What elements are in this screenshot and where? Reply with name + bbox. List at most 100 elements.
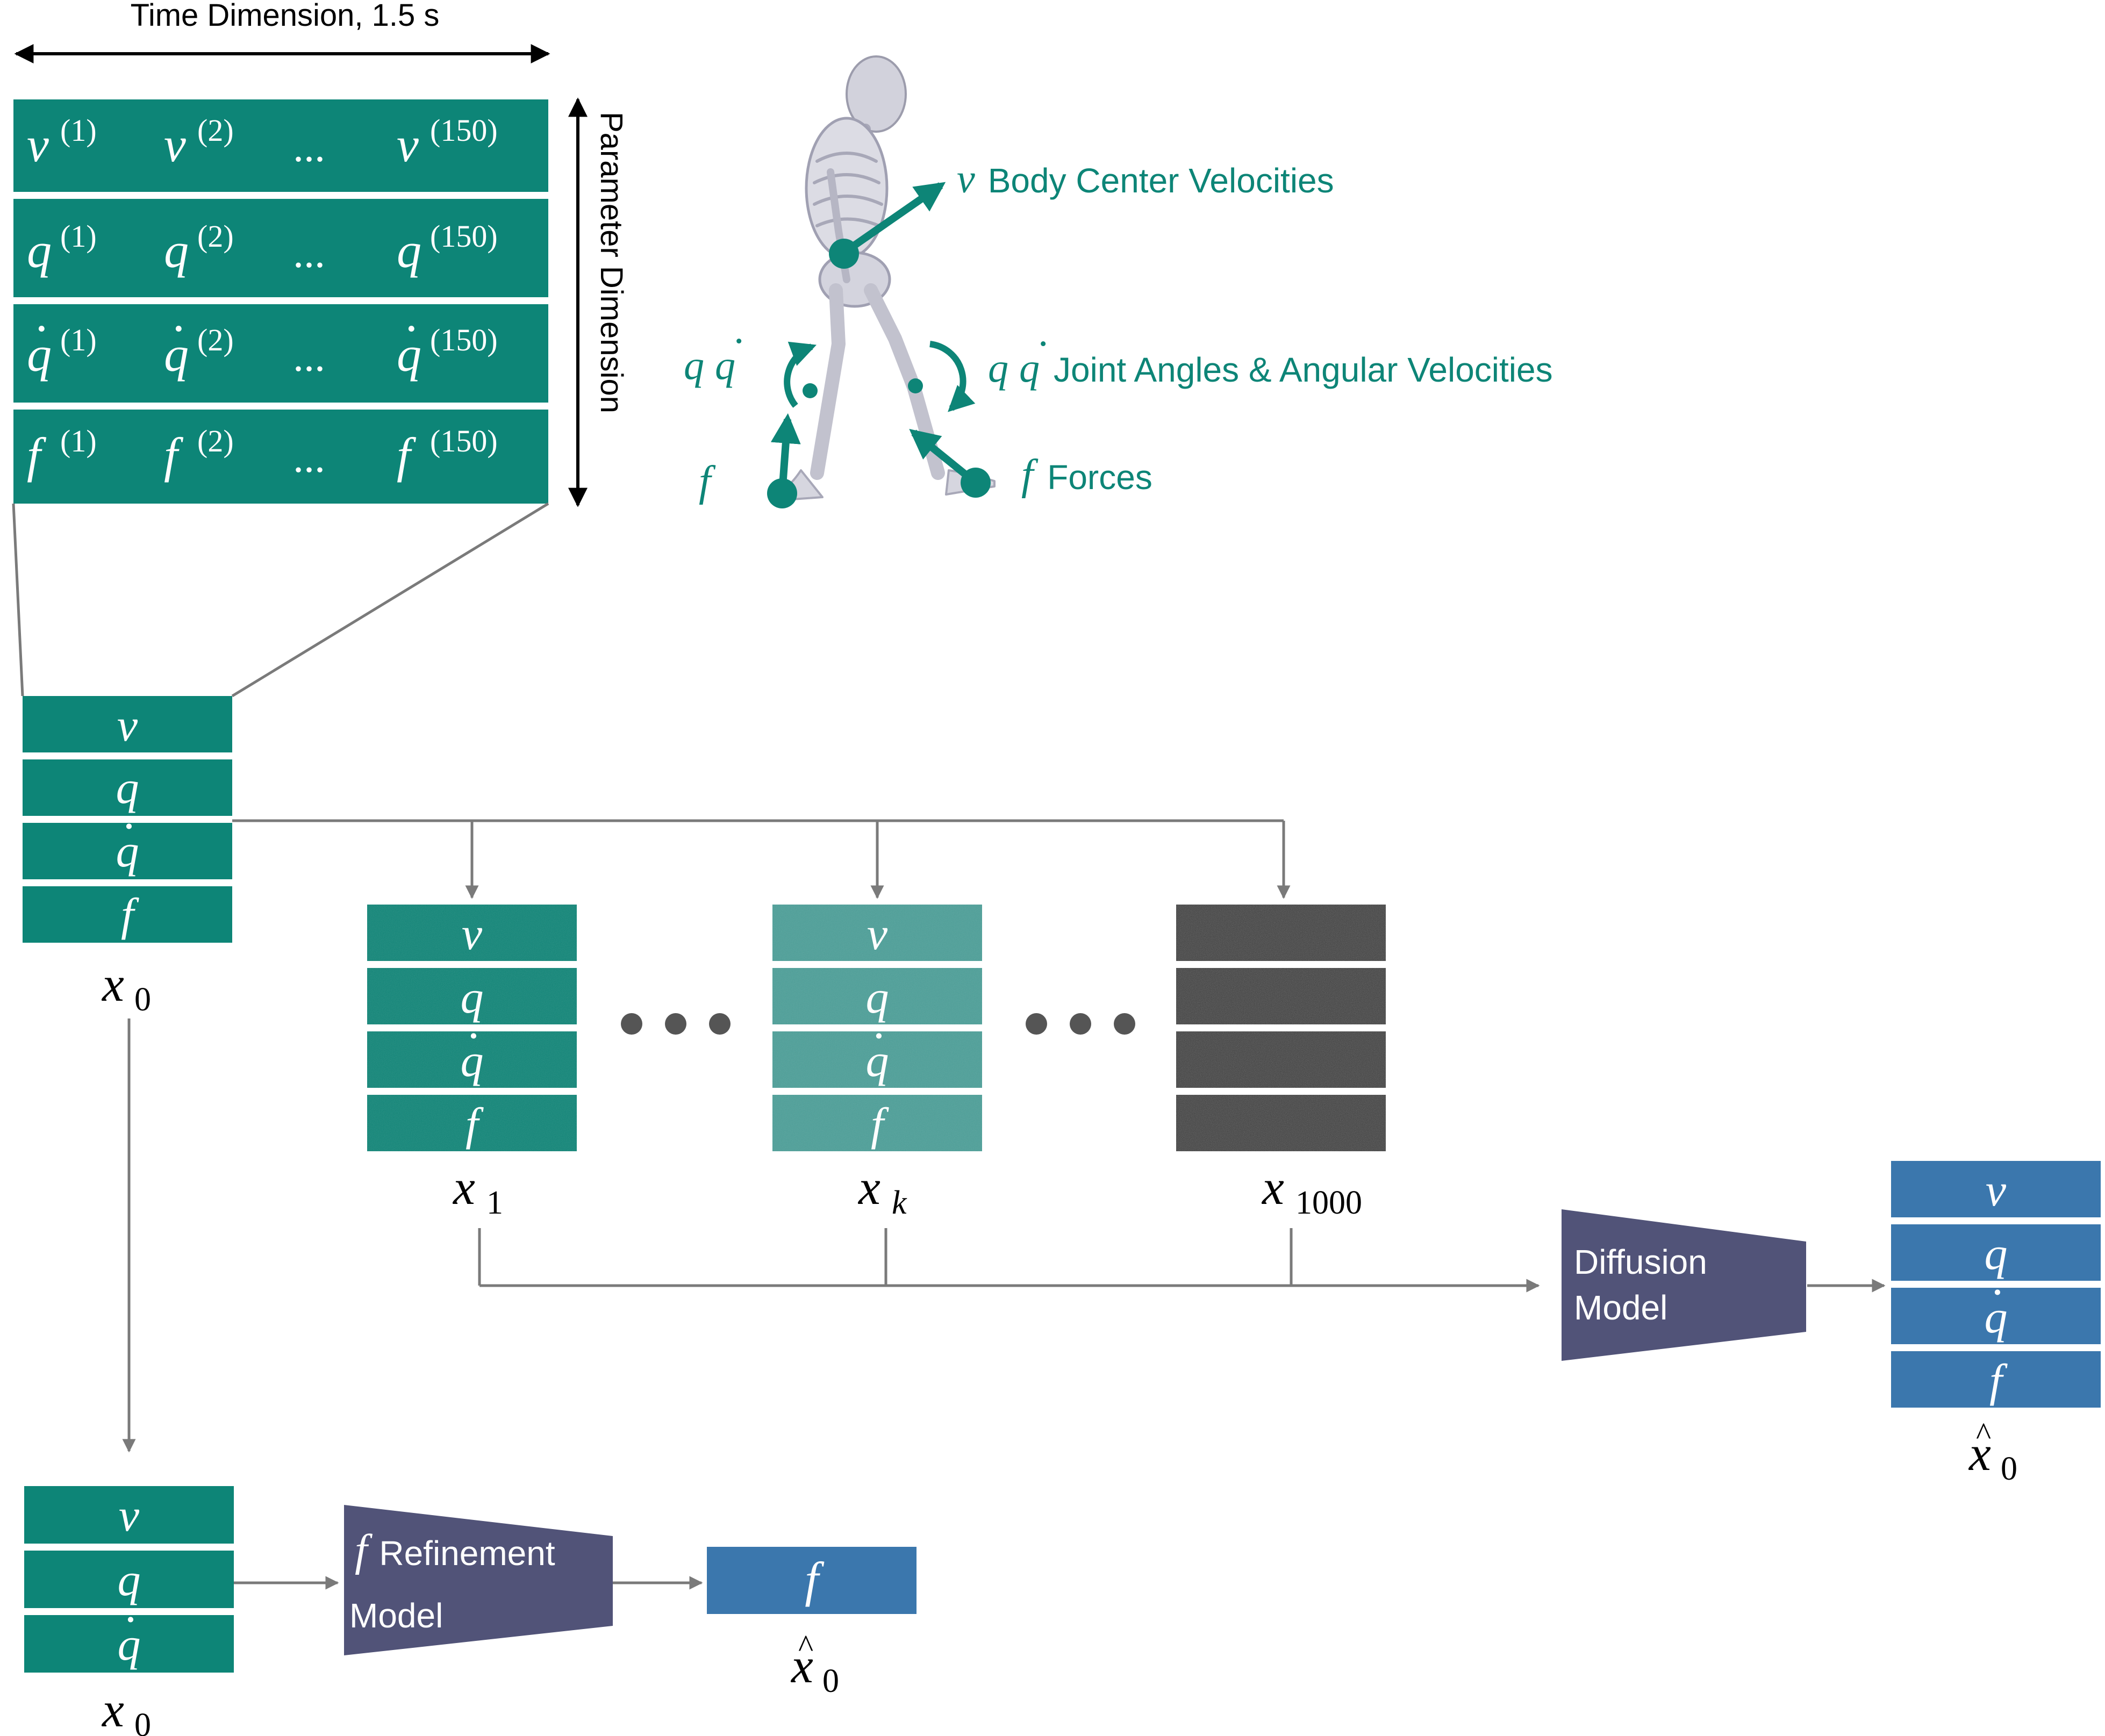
matrix-cell-dot: · (33, 301, 50, 356)
left-qdot-dot: · (732, 319, 746, 364)
noise-overlay (1176, 905, 1386, 961)
noise-overlay (772, 1031, 982, 1088)
svg-text:q q Joint Angles &: q q Joint Angles & Angular Velocities (988, 346, 1553, 391)
matrix-row-f (13, 410, 548, 504)
bottom-x0-label: x (101, 1682, 124, 1736)
matrix-row-v (13, 99, 548, 192)
noisy-row-symbol: v (462, 908, 483, 959)
refinement-line2: Model (349, 1596, 443, 1635)
matrix-cell-symbol: q (397, 327, 421, 382)
bottom-x0-sub: 0 (134, 1707, 151, 1736)
noisy-stack-label: x (452, 1160, 475, 1215)
matrix-cell-symbol: q (397, 223, 421, 278)
noise-overlay (772, 968, 982, 1024)
bottom-output: f x ^ 0 (707, 1547, 917, 1699)
noisy-stack-sub: 1000 (1295, 1185, 1362, 1221)
noisy-row-dot: · (466, 1010, 482, 1061)
v-symbol: v (957, 156, 975, 202)
skull (846, 55, 907, 133)
matrix-cell-superscript: (1) (60, 113, 97, 148)
left-joint-rotation-icon (784, 341, 817, 408)
x0-row-symbol: q (116, 825, 139, 877)
right-qdot-symbol: q (1019, 346, 1040, 391)
output-stack: vqq·f x ^ 0 (1891, 1161, 2101, 1487)
x0-row-dot: · (121, 800, 137, 852)
bottom-xhat-label: x (790, 1638, 813, 1693)
bottom-row-symbol: v (119, 1489, 140, 1541)
collector-lines (478, 1228, 1886, 1293)
matrix-ellipsis: ... (293, 333, 325, 381)
svg-text:q q: q q (684, 343, 735, 388)
right-qdot-dot: · (1036, 321, 1050, 367)
time-dimension-label: Time Dimension, 1.5 s (131, 0, 440, 33)
left-leg (810, 283, 846, 480)
matrix-cell-superscript: (1) (60, 322, 97, 357)
noisy-row-symbol: q (866, 1035, 889, 1086)
matrix-cell-symbol: v (164, 117, 186, 172)
parameter-dimension-arrow: Parameter Dimension (568, 97, 629, 507)
matrix-cell-dot: · (170, 301, 187, 356)
noise-overlay (1176, 1095, 1386, 1151)
parameter-matrix: v(1)v(2)v(150)...q(1)q(2)q(150)...q(1)·q… (13, 99, 548, 504)
bottom-input-stack: vqq· x 0 (24, 1486, 234, 1736)
forces-label: Forces (1047, 458, 1152, 497)
bottom-xhat-sub: 0 (822, 1663, 839, 1699)
ribcage (805, 117, 889, 260)
left-f-symbol: f (699, 458, 716, 505)
output-row-symbol: q (1985, 1291, 2008, 1343)
right-joint-rotation-icon (929, 341, 976, 412)
left-qdot-symbol: q (715, 343, 735, 388)
noise-overlay (367, 905, 577, 961)
body-center-velocities-label: Body Center Velocities (988, 161, 1334, 200)
x0-sub: 0 (134, 981, 151, 1018)
left-force-point (767, 478, 797, 508)
noisy-row-symbol: q (461, 1035, 484, 1086)
noisy-row-symbol: q (866, 971, 889, 1023)
matrix-ellipsis: ... (293, 124, 325, 171)
diffusion-model-line2: Model (1574, 1288, 1667, 1327)
noisy-row-symbol: q (461, 971, 484, 1023)
noisy-stack-sub: k (892, 1185, 907, 1221)
matrix-cell-superscript: (2) (197, 424, 234, 458)
time-dimension-arrow: Time Dimension, 1.5 s (14, 0, 550, 63)
noisy-stack-sub: 1 (486, 1185, 503, 1221)
right-force-point (961, 468, 991, 498)
right-q-symbol: q (988, 346, 1008, 391)
matrix-cell-symbol: v (27, 117, 49, 172)
x0-hat-sub: 0 (2001, 1451, 2017, 1487)
noise-overlay (367, 1095, 577, 1151)
svg-text:v Body Center Velocities: v Body Center Velocities (957, 156, 1334, 202)
noise-overlay (772, 1095, 982, 1151)
matrix-cell-superscript: (2) (197, 113, 234, 148)
matrix-cell-symbol: q (27, 223, 52, 278)
bottom-row-dot: · (123, 1594, 139, 1645)
matrix-cell-superscript: (150) (430, 219, 498, 254)
output-row-symbol: q (1985, 1228, 2008, 1279)
x0-stack: vqq·f x 0 (23, 696, 232, 1018)
diffusion-model-block: Diffusion Model (1562, 1209, 1806, 1361)
matrix-cell-symbol: q (164, 223, 189, 278)
bottom-row-symbol: q (118, 1618, 141, 1670)
matrix-cell-superscript: (2) (197, 322, 234, 357)
matrix-cell-superscript: (2) (197, 219, 234, 254)
noise-overlay (1176, 968, 1386, 1024)
output-row-symbol: v (1986, 1164, 2007, 1216)
refinement-model-block: f Refinement Model (344, 1505, 613, 1655)
x0-row-symbol: q (116, 762, 139, 813)
joint-angles-label: Joint Angles & Angular Velocities (1054, 350, 1553, 389)
bottom-row-symbol: q (118, 1554, 141, 1605)
matrix-cell-superscript: (1) (60, 219, 97, 254)
x0-hat-caret: ^ (1976, 1416, 1991, 1452)
noise-overlay (367, 968, 577, 1024)
matrix-cell-dot: · (403, 301, 420, 356)
matrix-ellipsis: ... (293, 229, 325, 277)
output-row-dot: · (1990, 1266, 2006, 1318)
left-q-symbol: q (684, 343, 704, 388)
bottom-xhat-caret: ^ (798, 1629, 813, 1664)
noisy-row-symbol: v (867, 908, 888, 959)
skeleton-figure (773, 55, 996, 501)
